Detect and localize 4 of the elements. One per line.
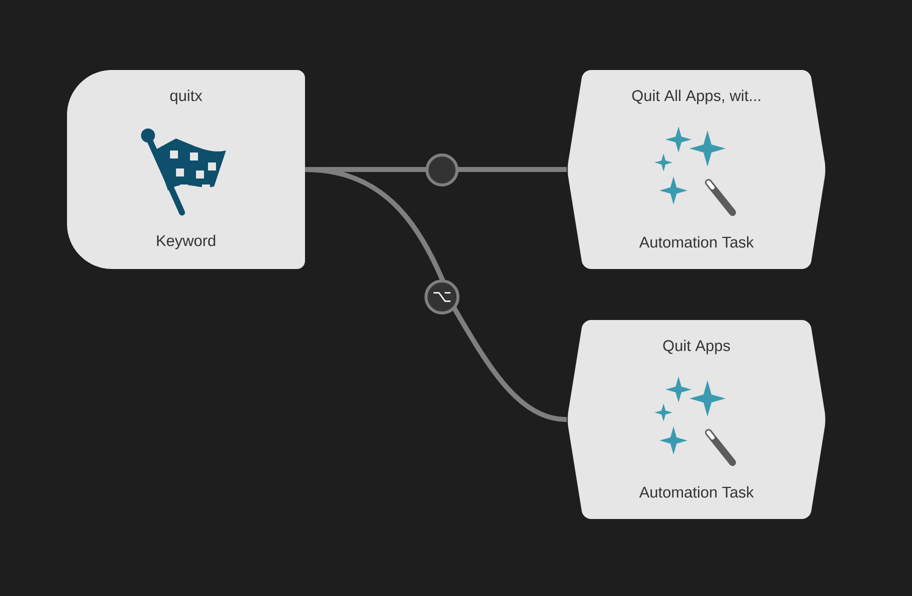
task-box: Quit All Apps, wit... Automation Task bbox=[568, 70, 826, 269]
keyword-box: quitx Keyword bbox=[67, 70, 305, 269]
task-box: Quit Apps Automation Task bbox=[568, 320, 826, 519]
connector-line bbox=[305, 167, 568, 422]
